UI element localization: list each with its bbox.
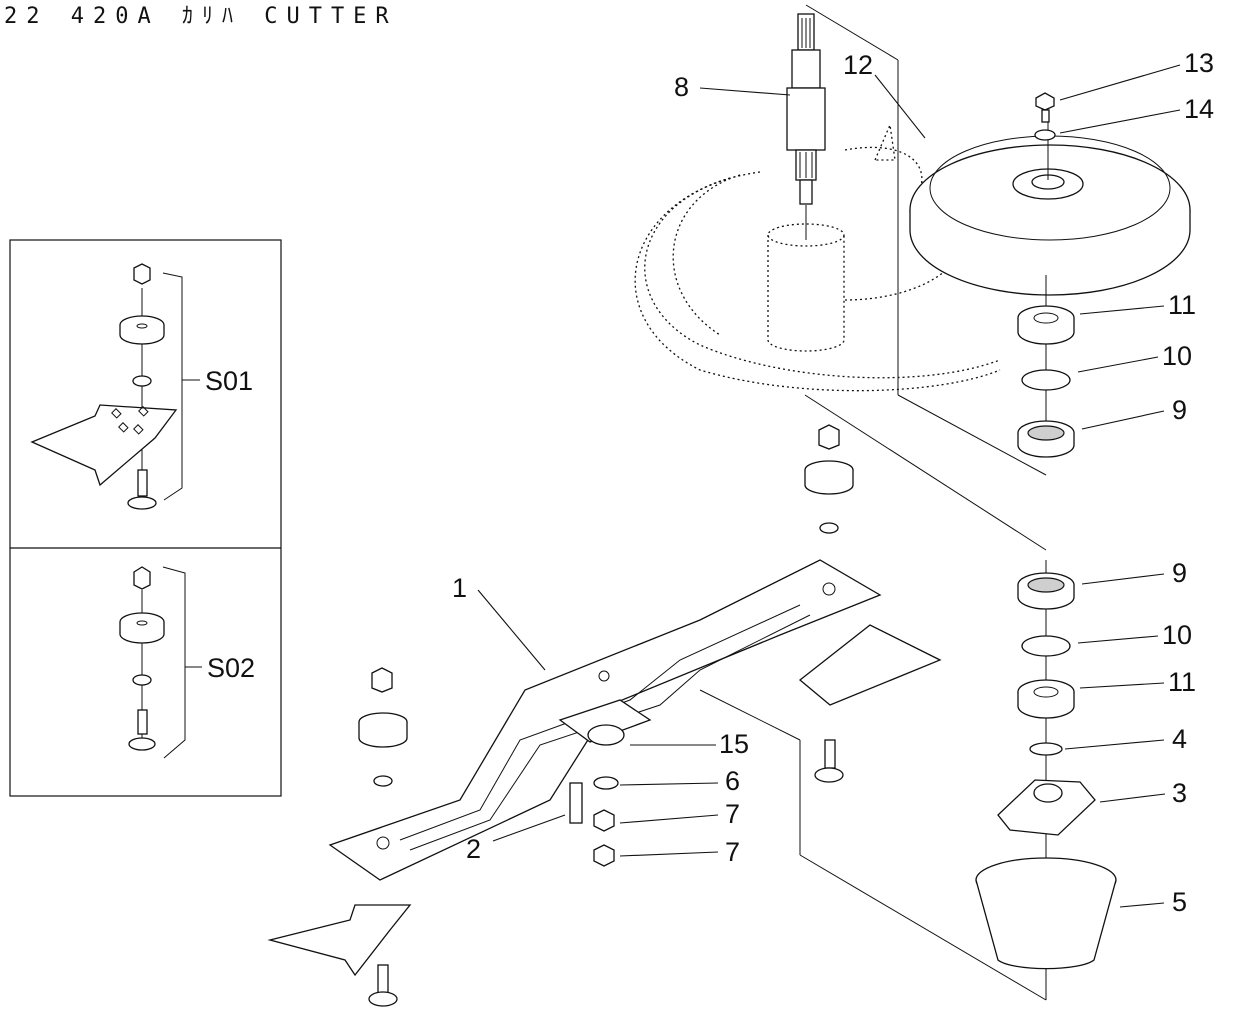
- callout-4: 4: [1172, 724, 1187, 754]
- lower-bearing-stack: [1017, 572, 1075, 756]
- callout-3: 3: [1172, 778, 1187, 808]
- callout-7b: 7: [725, 837, 740, 867]
- callout-13: 13: [1184, 48, 1214, 78]
- set-box-frame: [9, 239, 282, 797]
- set-s01-assembly: [30, 263, 200, 510]
- callout-2: 2: [466, 834, 481, 864]
- callout-9b: 9: [1172, 558, 1187, 588]
- callout-9a: 9: [1172, 395, 1187, 425]
- callout-11b: 11: [1168, 667, 1196, 697]
- blade-right: [798, 624, 942, 706]
- set-label-s02: S02: [207, 653, 255, 683]
- callout-12: 12: [843, 50, 873, 80]
- boss-plate: [558, 699, 652, 746]
- callout-8: 8: [674, 72, 689, 102]
- upper-bearing-stack: [1017, 275, 1075, 458]
- callout-15: 15: [719, 729, 749, 759]
- callout-10b: 10: [1162, 620, 1192, 650]
- center-hardware: [569, 776, 619, 867]
- shaft: [786, 4, 899, 240]
- left-blade-hardware: [358, 667, 408, 1007]
- cup-guard: [975, 857, 1117, 970]
- callout-10a: 10: [1162, 341, 1192, 371]
- callout-5: 5: [1172, 887, 1187, 917]
- callout-6: 6: [725, 766, 740, 796]
- set-label-s01: S01: [205, 366, 253, 396]
- callout-14: 14: [1184, 94, 1214, 124]
- callout-11a: 11: [1168, 290, 1196, 320]
- bolt-top: [1035, 92, 1055, 123]
- callout-7a: 7: [725, 799, 740, 829]
- bearing-housing-flange: [997, 779, 1096, 836]
- diagram-title: 22 420A ｶﾘﾊ CUTTER: [4, 4, 398, 29]
- pulley: [909, 120, 1191, 296]
- right-blade-hardware: [804, 424, 854, 783]
- callout-1: 1: [452, 573, 467, 603]
- leader-lines: [477, 64, 1181, 908]
- washer-top: [1034, 129, 1056, 141]
- set-s02-assembly: [119, 566, 202, 759]
- blade-left: [267, 904, 412, 977]
